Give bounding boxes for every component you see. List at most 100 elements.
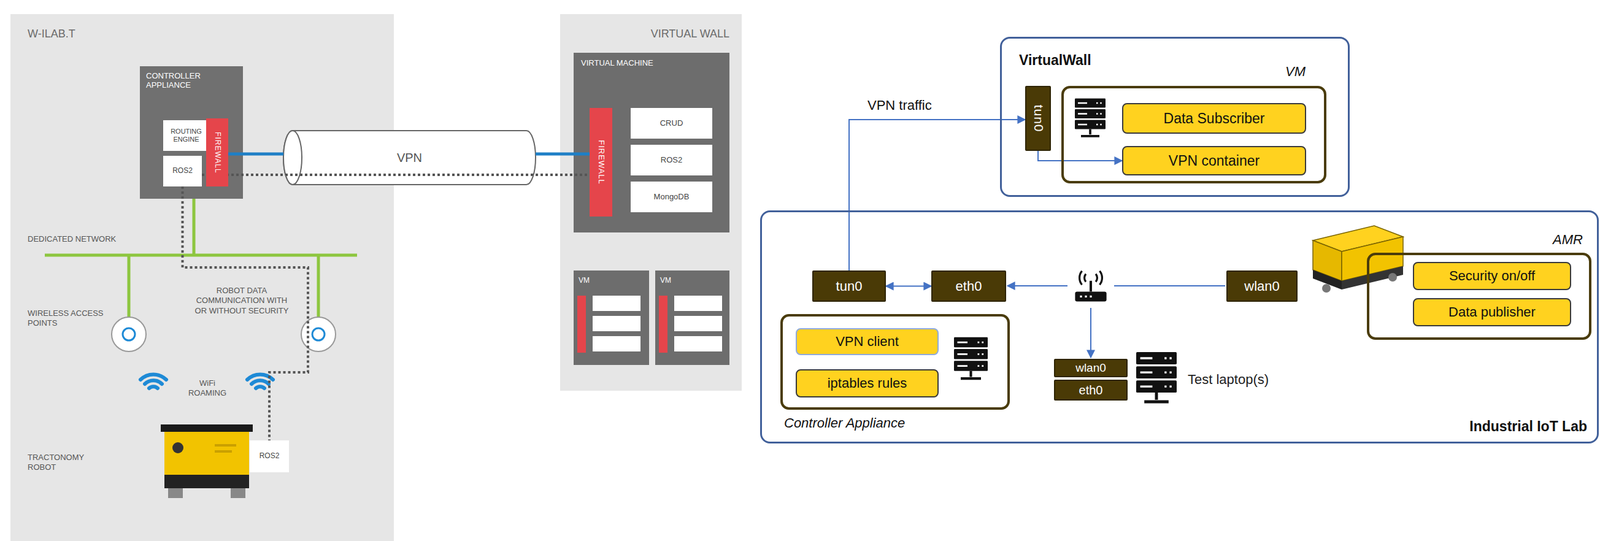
amr-wheel xyxy=(1322,284,1331,293)
service-box: CRUD xyxy=(630,107,713,139)
server-icon xyxy=(1074,98,1106,137)
tractonomy-robot xyxy=(160,424,253,499)
box-label: ROS2 xyxy=(259,452,280,461)
service-slot xyxy=(592,295,641,312)
vm-box xyxy=(573,270,650,366)
annotation-label: TRACTONOMY ROBOT xyxy=(27,452,102,474)
appliance-box: VM xyxy=(573,270,650,366)
amr-base xyxy=(1341,266,1404,290)
interface-box: wlan0 xyxy=(1053,358,1128,378)
site-box: Industrial IoT Labtun0eth0Controller App… xyxy=(760,210,1599,444)
annotation-label: Test laptop(s) xyxy=(1187,371,1269,389)
box-label: wlan0 xyxy=(1244,278,1280,294)
site-box: VirtualWallVM Data SubscriberVPN containe… xyxy=(1000,36,1350,197)
group-heading: VIRTUAL WALL xyxy=(650,27,730,41)
robot-body xyxy=(164,431,250,475)
group-heading: VirtualWall xyxy=(1019,52,1092,69)
interface-box: eth0 xyxy=(931,270,1007,302)
appliance-box: CONTROLLER APPLIANCEROUTING ENGINEROS2FI… xyxy=(139,66,243,199)
interface-box: tun0 xyxy=(1025,85,1051,151)
box-label: tun0 xyxy=(1030,104,1046,133)
tunnel-box: VPN xyxy=(283,130,536,185)
connector xyxy=(535,152,590,156)
box-label: Data publisher xyxy=(1448,304,1536,320)
interface-box: wlan0 xyxy=(1226,270,1298,302)
box-label: VPN client xyxy=(835,333,899,350)
connector xyxy=(1038,150,1123,161)
robot-wheel xyxy=(168,488,183,499)
component-box: iptables rules xyxy=(795,369,939,398)
wilab-panel xyxy=(10,14,394,541)
group-heading: W-ILAB.T xyxy=(27,27,76,41)
box-label: VPN container xyxy=(1168,152,1260,169)
server-icon xyxy=(953,337,988,379)
region-panel: VIRTUAL WALL VIRTUAL MACHINE FIREWALL CRUD R… xyxy=(560,14,742,391)
vm-box xyxy=(573,52,730,233)
firewall-strip xyxy=(658,295,668,353)
annotation-label: WIRELESS ACCESS POINTS xyxy=(27,308,105,329)
box-label: MongoDB xyxy=(653,192,690,202)
connector xyxy=(849,119,1026,271)
access-point-core xyxy=(122,328,135,341)
box-label: ROS2 xyxy=(660,155,683,166)
group-heading: VIRTUAL MACHINE xyxy=(580,58,654,69)
box-label: iptables rules xyxy=(827,375,908,391)
connector xyxy=(182,186,309,441)
component-box: Security on/off xyxy=(1412,261,1572,291)
component-box: VPN client xyxy=(795,328,939,356)
access-point xyxy=(301,317,336,352)
box-label: FIREWALL xyxy=(212,131,222,174)
service-slot xyxy=(674,295,723,312)
robot-wheel xyxy=(230,488,246,499)
vm-contents xyxy=(577,295,723,353)
box-label: ROS2 xyxy=(172,166,193,176)
group-heading: VM xyxy=(660,276,672,286)
group-heading: AMR xyxy=(1552,231,1583,248)
robot-logo xyxy=(172,442,184,454)
appliance-box: VIRTUAL MACHINE FIREWALL CRUD ROS2MongoDB xyxy=(573,52,730,233)
service-slot xyxy=(674,336,723,352)
box-label: VPN xyxy=(396,150,423,166)
box-label: eth0 xyxy=(1079,383,1104,398)
service-box: MongoDB xyxy=(630,181,713,213)
box-label: Data Subscriber xyxy=(1163,110,1266,127)
connector xyxy=(885,285,932,288)
component-box: VPN container xyxy=(1122,146,1307,176)
service-slot xyxy=(592,315,641,332)
service-slot xyxy=(674,315,723,332)
service-box: ROS2 xyxy=(249,440,289,473)
region-panel: W-ILAB.TCONTROLLER APPLIANCEROUTING ENGI… xyxy=(10,14,394,541)
vpn-tunnel-end xyxy=(283,130,302,185)
access-point xyxy=(111,317,147,352)
box-label: tun0 xyxy=(836,278,863,294)
group-heading: VM xyxy=(1285,63,1306,80)
interface-box: tun0 xyxy=(812,270,886,302)
connector-label: VPN traffic xyxy=(865,97,935,114)
server-icon xyxy=(1136,352,1177,402)
virtualwall-panel xyxy=(560,14,742,391)
component-box: Data Subscriber xyxy=(1122,103,1307,134)
annotation-label: DEDICATED NETWORK xyxy=(27,234,116,245)
service-box: ROS2 xyxy=(630,144,713,176)
service-box: ROS2 xyxy=(163,155,202,187)
box-label: wlan0 xyxy=(1075,361,1107,375)
firewall-box: FIREWALL xyxy=(206,118,229,187)
service-slot xyxy=(592,336,641,352)
appliance-box: VM xyxy=(655,270,730,366)
network-wires xyxy=(44,198,358,318)
box-label: ROUTING ENGINE xyxy=(163,127,210,143)
component-box: Data publisher xyxy=(1412,298,1572,327)
firewall-box: FIREWALL xyxy=(589,107,613,217)
wifi-waves xyxy=(140,374,167,389)
group-heading: Industrial IoT Lab xyxy=(1469,418,1588,435)
box-label: CRUD xyxy=(660,119,684,129)
robot-data-path xyxy=(201,173,590,177)
firewall-strip xyxy=(577,295,586,353)
amr-robot xyxy=(1312,225,1404,293)
box-label: Security on/off xyxy=(1449,268,1535,284)
annotation-label: WiFi ROAMING xyxy=(182,378,232,399)
host-box: AMRSecurity on/offData publisher xyxy=(1366,252,1592,340)
